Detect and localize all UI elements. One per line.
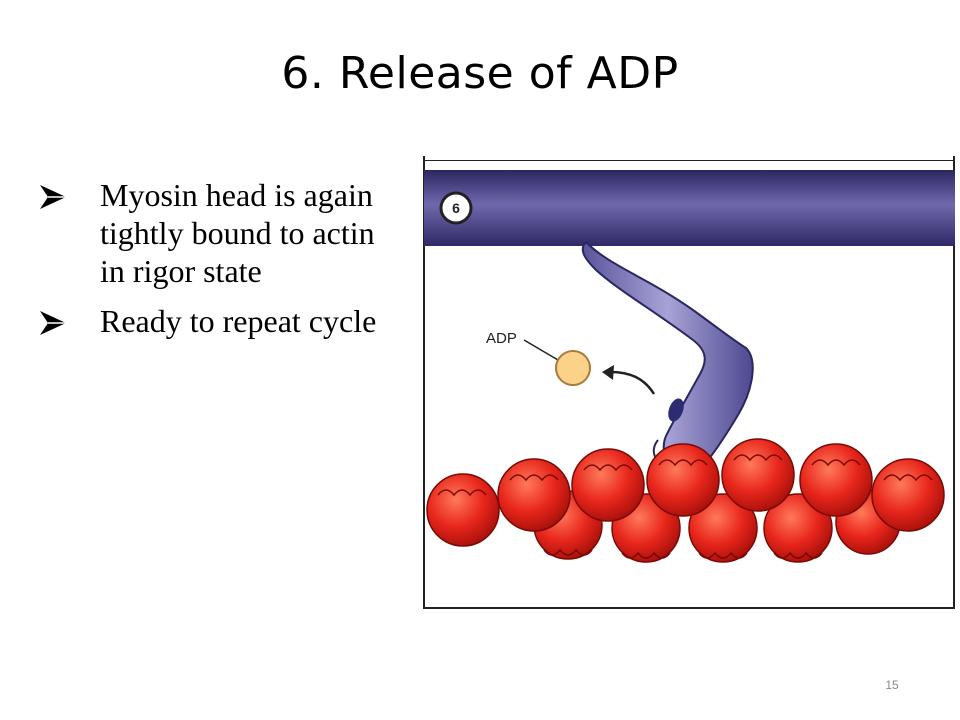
arrow-bullet-icon: [40, 185, 66, 209]
cross-bridge-diagram: 6 ADP: [418, 150, 960, 609]
svg-text:6: 6: [452, 200, 460, 216]
bullet-list: Myosin head is again tightly bound to ac…: [38, 176, 378, 352]
bullet-item: Myosin head is again tightly bound to ac…: [38, 176, 378, 290]
page-number: 15: [885, 678, 899, 692]
slide-title: 6. Release of ADP: [281, 48, 679, 99]
step-badge: 6: [439, 191, 473, 225]
bullet-text: Myosin head is again tightly bound to ac…: [100, 177, 375, 289]
arrow-bullet-icon: [40, 311, 66, 335]
bullet-text: Ready to repeat cycle: [100, 303, 377, 339]
release-arrow: [609, 370, 656, 395]
bullet-item: Ready to repeat cycle: [38, 302, 378, 340]
adp-molecule: [555, 350, 591, 386]
actin-filament: [426, 438, 945, 563]
thick-filament: [424, 170, 955, 246]
adp-label: ADP: [486, 330, 517, 347]
